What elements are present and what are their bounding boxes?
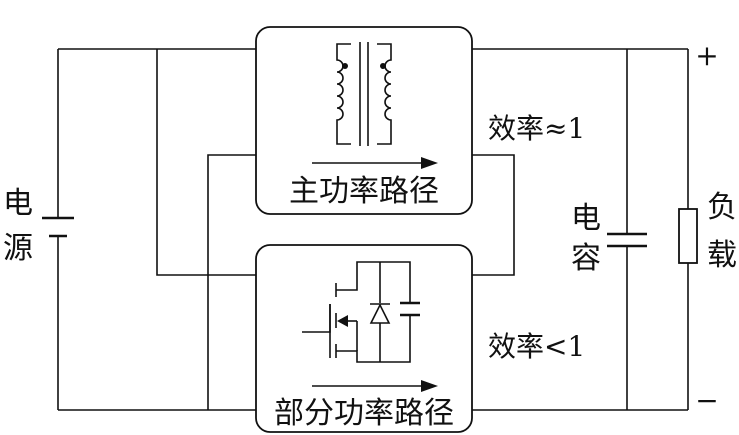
source-symbol <box>42 216 74 238</box>
main-path-arrow <box>312 157 438 169</box>
minus-sign: − <box>695 384 718 417</box>
partial-path-label: 部分功率路径 <box>274 396 454 431</box>
main-path-label: 主功率路径 <box>289 174 439 209</box>
load-resistor <box>678 208 698 264</box>
wire-top-to-lower-box <box>156 49 256 276</box>
transformer-icon <box>336 42 392 146</box>
main-power-path-box: 主功率路径 <box>255 26 473 215</box>
load-label-2: 载 <box>707 238 737 273</box>
capacitor-label-1: 电 <box>571 201 601 236</box>
load-label-1: 负 <box>707 190 737 225</box>
main-efficiency-label: 效率≈1 <box>488 112 585 145</box>
partial-path-arrow <box>312 380 438 392</box>
plus-sign: + <box>695 39 718 72</box>
wire-main-box-to-bottom <box>207 154 256 410</box>
source-label-2: 源 <box>3 231 33 266</box>
partial-power-path-box: 部分功率路径 <box>255 244 473 433</box>
wire-main-out <box>472 154 515 276</box>
capacitor-label-2: 容 <box>571 241 601 276</box>
capacitor-symbol <box>607 232 647 248</box>
mosfet-switch-icon <box>302 261 420 363</box>
source-label-1: 电 <box>3 186 33 221</box>
partial-efficiency-label: 效率<1 <box>488 330 585 363</box>
wiring <box>57 48 689 411</box>
